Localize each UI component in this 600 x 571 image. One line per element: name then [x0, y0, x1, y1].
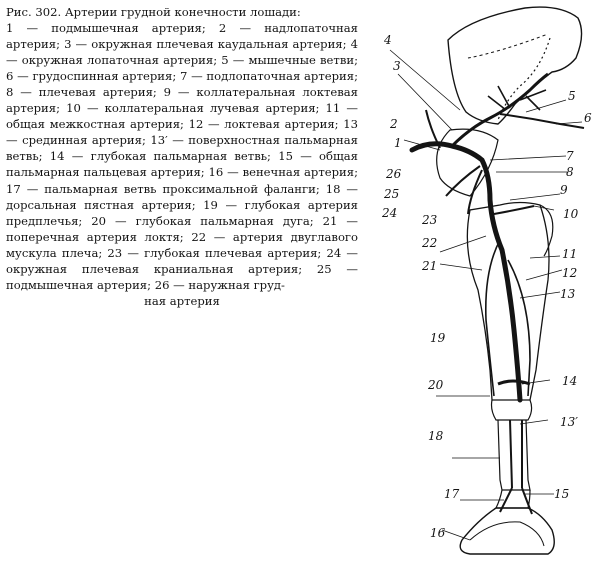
label-9: 9: [560, 183, 568, 197]
label-3: 3: [393, 59, 401, 73]
digital-arteries: [500, 488, 532, 514]
collateral-ulnar-branch: [494, 206, 534, 214]
label-20: 20: [427, 378, 444, 392]
label-16: 16: [430, 526, 446, 540]
label-22: 22: [421, 236, 437, 250]
scapula-outline: [448, 7, 582, 124]
label-25: 25: [383, 187, 399, 201]
muscular-branches: [488, 86, 546, 110]
scapular-spine: [468, 34, 548, 58]
label-13p: 13′: [560, 415, 578, 429]
carpus-outline: [492, 400, 532, 420]
label-5: 5: [568, 89, 576, 103]
thoracodorsal-branch: [500, 114, 584, 128]
label-23: 23: [421, 213, 438, 227]
figure-caption: Рис. 302. Артерии грудной конечности лош…: [6, 4, 358, 309]
label-14: 14: [562, 374, 577, 388]
label-8: 8: [566, 165, 574, 179]
label-2: 2: [389, 117, 398, 131]
label-21: 21: [421, 259, 437, 273]
label-4: 4: [383, 33, 392, 47]
label-18: 18: [428, 429, 444, 443]
label-10: 10: [563, 207, 579, 221]
label-1: 1: [394, 136, 402, 150]
label-26: 26: [385, 167, 402, 181]
label-15: 15: [554, 487, 569, 501]
hoof-coronary-arc: [470, 522, 544, 546]
metacarpal-arteries: [510, 420, 522, 488]
label-7: 7: [566, 149, 574, 163]
caption-body: 1 — подмышечная артерия; 2 — надлопаточн…: [6, 20, 358, 293]
cannon-outline: [498, 420, 530, 490]
caption-title: Рис. 302. Артерии грудной конечности лош…: [6, 4, 358, 20]
label-6: 6: [584, 111, 592, 125]
label-13: 13: [560, 287, 576, 301]
label-17: 17: [444, 487, 460, 501]
hoof-outline: [460, 508, 554, 554]
forearm-branches: [486, 240, 530, 396]
label-12: 12: [562, 266, 577, 280]
horse-forelimb-arteries-illustration: 1 2 3 4 5 6 7 8 9 10 11 12 13 13′ 14 15 …: [360, 0, 600, 571]
deep-brachial-branch: [446, 166, 482, 214]
label-24: 24: [381, 206, 397, 220]
label-11: 11: [562, 247, 577, 261]
pastern-outline: [496, 490, 530, 508]
label-19: 19: [430, 331, 446, 345]
caption-last-line: ная артерия: [6, 293, 358, 309]
